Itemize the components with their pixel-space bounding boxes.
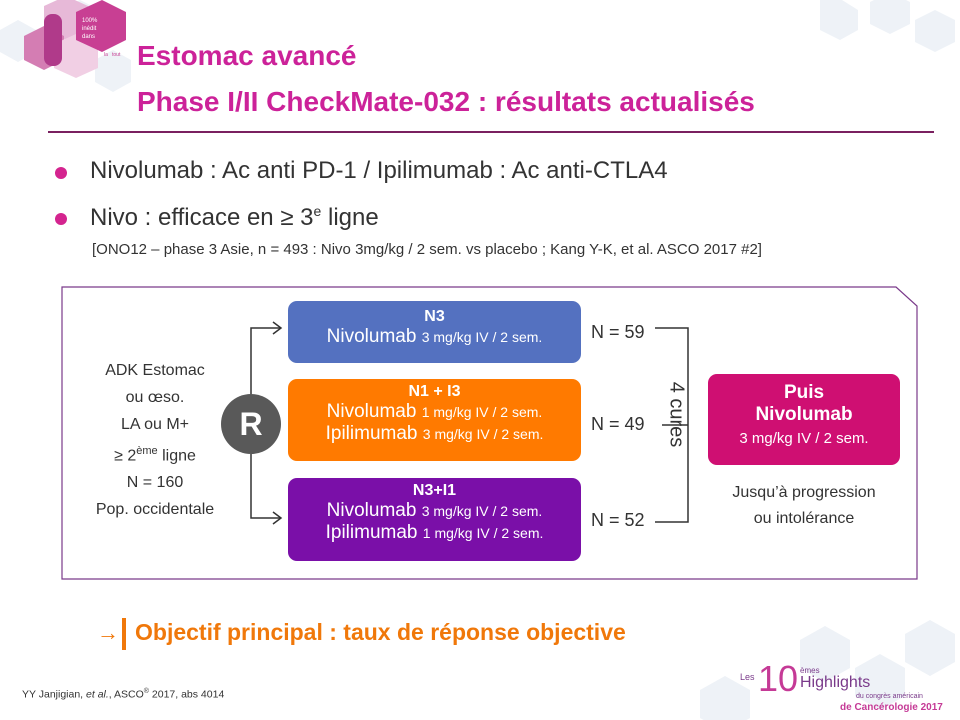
maintenance-line1: Puis <box>783 382 825 403</box>
arm-drug-line: Nivolumab 3 mg/kg IV / 2 sem. <box>288 500 581 522</box>
slide-title-line1: Estomac avancé <box>137 40 357 71</box>
arm-name: N3 <box>424 308 445 325</box>
brand-highlights: Highlights <box>800 674 871 691</box>
drug-dose: 3 mg/kg IV / 2 sem. <box>421 503 543 519</box>
congress-logo: 100% inédit dans la tout <box>24 0 126 78</box>
population-line-sup: ème <box>136 445 158 457</box>
population-line: ADK Estomac <box>105 362 205 379</box>
arm-name: N1 + I3 <box>408 383 461 400</box>
bullet-1-text: Nivolumab : Ac anti PD-1 / Ipilimumab : … <box>90 157 668 184</box>
bullet-2-main: Nivo : efficace en ≥ 3 <box>90 204 314 231</box>
citation-etal: et al. <box>86 688 109 701</box>
maintenance-dose: 3 mg/kg IV / 2 sem. <box>739 430 869 447</box>
arrow-right-icon: → <box>97 620 119 645</box>
citation: YY Janjigian, et al., ASCO® 2017, abs 40… <box>22 688 224 701</box>
study-design-frame <box>61 286 918 580</box>
population-line-prefix: ≥ 2 <box>114 447 137 465</box>
highlights-logo: Les 10 èmes Highlights du congrès améric… <box>740 658 950 716</box>
citation-conference: , ASCO <box>108 688 144 701</box>
arm-n3-box: N3 Nivolumab 3 mg/kg IV / 2 sem. <box>288 301 581 363</box>
brand-line2: de Cancérologie 2017 <box>840 702 943 713</box>
bullet-2-reference: [ONO12 – phase 3 Asie, n = 493 : Nivo 3m… <box>92 241 762 258</box>
bullet-dot <box>55 167 67 179</box>
primary-objective: Objectif principal : taux de réponse obj… <box>135 619 626 645</box>
population-line-suffix: ligne <box>157 447 196 465</box>
maintenance-box: Puis Nivolumab 3 mg/kg IV / 2 sem. <box>708 374 900 465</box>
arm-n3i1-count: N = 52 <box>591 510 645 530</box>
population-origin: Pop. occidentale <box>95 501 215 519</box>
bullet-2-suffix: ligne <box>321 204 379 231</box>
brand-line1: du congrès américain <box>856 693 923 700</box>
brand-emes: èmes <box>800 666 820 675</box>
randomization-circle: R <box>221 394 281 454</box>
citation-author: YY Janjigian, <box>22 688 87 701</box>
citation-reg: ® <box>143 688 149 695</box>
slide-title-line2: Phase I/II CheckMate-032 : résultats act… <box>137 86 755 117</box>
drug-name: Nivolumab <box>326 500 417 521</box>
logo-badge-text: inédit <box>82 26 97 32</box>
population-n: N = 160 <box>126 474 184 492</box>
logo-badge-text: tout <box>112 52 121 58</box>
drug-name: Ipilimumab <box>325 522 418 543</box>
arm-name: N3+I1 <box>412 482 457 499</box>
drug-dose: 1 mg/kg IV / 2 sem. <box>421 404 543 420</box>
arm-drug-line: Ipilimumab 3 mg/kg IV / 2 sem. <box>288 423 581 445</box>
arm-n1i3-box: N1 + I3 Nivolumab 1 mg/kg IV / 2 sem. Ip… <box>288 379 581 461</box>
maintenance-drug: Nivolumab <box>755 404 853 425</box>
maintenance-note-line: Jusqu’à progression <box>732 484 876 501</box>
drug-name: Nivolumab <box>326 401 417 422</box>
brand-ten: 10 <box>758 658 799 699</box>
arm-drug-line: Nivolumab 1 mg/kg IV / 2 sem. <box>288 401 581 423</box>
population-line: ou œso. <box>125 389 185 406</box>
bullet-2-superscript: e <box>313 203 322 219</box>
bullet-2-text: Nivo : efficace en ≥ 3e ligne <box>90 203 379 232</box>
logo-badge-text: dans <box>82 34 95 40</box>
drug-dose: 1 mg/kg IV / 2 sem. <box>422 525 544 541</box>
citation-ref: 2017, abs 4014 <box>148 688 225 701</box>
arm-drug-line: Nivolumab 3 mg/kg IV / 2 sem. <box>288 326 581 348</box>
brand-les: Les <box>740 672 755 682</box>
title-divider <box>48 131 934 133</box>
cycles-label: 4 cures <box>655 373 695 463</box>
drug-dose: 3 mg/kg IV / 2 sem. <box>422 426 544 442</box>
bullet-dot <box>55 213 67 225</box>
drug-name: Nivolumab <box>326 326 417 347</box>
maintenance-note: Jusqu’à progression ou intolérance <box>706 480 902 532</box>
cycles-text: 4 cures <box>665 381 688 448</box>
arm-n1i3-count: N = 49 <box>591 414 645 434</box>
drug-name: Ipilimumab <box>325 423 418 444</box>
maintenance-note-line: ou intolérance <box>753 510 855 527</box>
anatomy-icon <box>44 14 62 66</box>
arm-n3-count: N = 59 <box>591 322 645 342</box>
arm-drug-line: Ipilimumab 1 mg/kg IV / 2 sem. <box>288 522 581 544</box>
drug-dose: 3 mg/kg IV / 2 sem. <box>421 329 543 345</box>
objective-bar <box>122 618 126 650</box>
logo-badge-text: 100% <box>82 18 98 24</box>
logo-badge-text: la <box>104 52 108 58</box>
population-line-treatment: ≥ 2ème ligne <box>76 438 234 469</box>
arm-n3i1-box: N3+I1 Nivolumab 3 mg/kg IV / 2 sem. Ipil… <box>288 478 581 561</box>
population-description: ADK Estomac ou œso. LA ou M+ ≥ 2ème lign… <box>76 357 234 523</box>
population-line: LA ou M+ <box>120 416 190 433</box>
